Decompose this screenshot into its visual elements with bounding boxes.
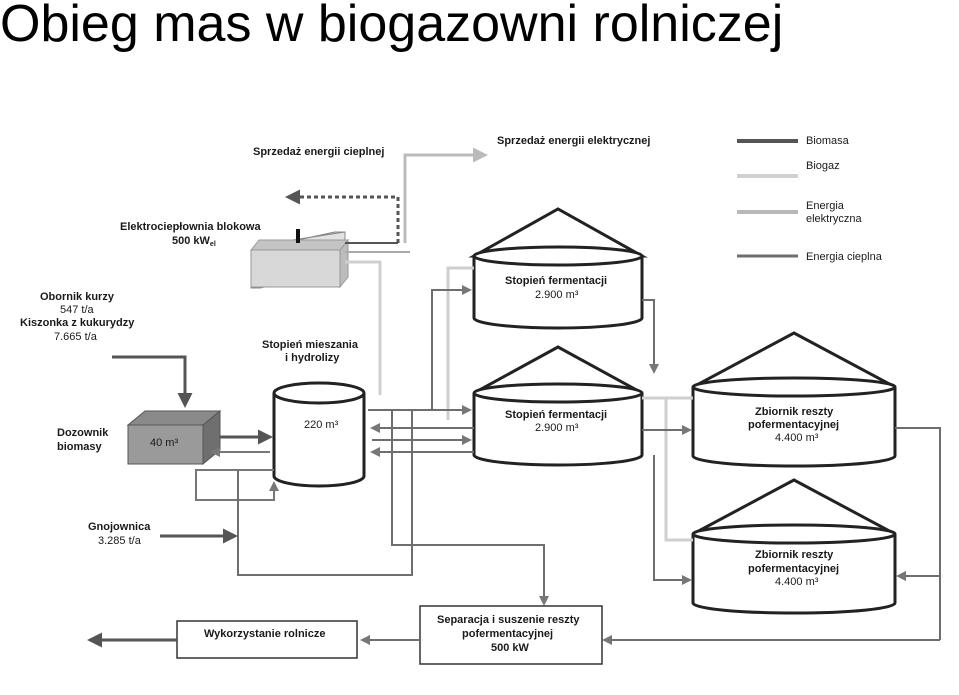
flow-heat-ferm1: [431, 285, 472, 410]
label-obornik-2: 547 t/a: [60, 304, 95, 316]
flow-gnoj-loop: [237, 410, 413, 576]
diagram-title: Obieg mas w biogazowni rolniczej: [0, 0, 784, 53]
label-zb1-1: Zbiornik reszty: [755, 406, 834, 418]
label-dozownik-2: biomasy: [57, 441, 103, 453]
legend-label-biogaz: Biogaz: [806, 160, 840, 172]
label-ferm2-2: 2.900 m³: [535, 422, 579, 434]
flow-biogas-to-chp: [345, 260, 382, 395]
label-chp-1: Elektrociepłownia blokowa: [120, 221, 261, 233]
label-chp-2-sub: el: [210, 241, 216, 248]
label-zb2-2: pofermentacyjnej: [748, 563, 839, 575]
legend-label-energia-elektryczna-1: Energia: [806, 200, 845, 212]
label-gnoj-1: Gnojownica: [88, 521, 151, 533]
legend-label-energia-elektryczna-2: elektryczna: [806, 213, 863, 225]
flow-mixer-left-loop: [195, 469, 279, 501]
label-ferm1-1: Stopień fermentacji: [505, 275, 607, 287]
label-obornik-3: Kiszonka z kukurydzy: [20, 317, 135, 329]
label-sprzedaz-elektrycznej: Sprzedaż energii elektrycznej: [497, 135, 650, 147]
label-mieszanie-2: i hydrolizy: [285, 352, 340, 364]
label-ferm1-2: 2.900 m³: [535, 289, 579, 301]
label-zb1-2: pofermentacyjnej: [748, 419, 839, 431]
flow-heat-sale: [285, 189, 400, 243]
legend-label-biomasa: Biomasa: [806, 135, 850, 147]
flow-biogas-ferm1: [446, 266, 474, 420]
label-dozownik-1: Dozownik: [57, 427, 109, 439]
label-zb2-3: 4.400 m³: [775, 576, 819, 588]
flow-storage1-out: [895, 427, 941, 640]
label-gnoj-2: 3.285 t/a: [98, 535, 142, 547]
label-separacja-2: pofermentacyjnej: [462, 628, 553, 640]
flow-mixer-bottom: [391, 410, 549, 606]
flow-electricity-sale: [403, 147, 488, 243]
mixer-tank: [272, 381, 366, 488]
label-separacja-1: Separacja i suszenie reszty: [437, 614, 580, 626]
flow-ferm1-ferm2: [642, 299, 659, 374]
chp-unit: [249, 229, 350, 289]
separacja-box: [419, 605, 603, 665]
label-zb1-3: 4.400 m³: [775, 432, 819, 444]
label-zb2-1: Zbiornik reszty: [755, 549, 834, 561]
label-chp-2-main: 500 kW: [172, 235, 211, 247]
flow-ferm2-storage2: [653, 455, 692, 585]
label-wykorzystanie: Wykorzystanie rolnicze: [204, 628, 325, 640]
flow-biogas-storage2: [664, 398, 693, 542]
fermenter-2: [472, 345, 644, 467]
fermenter-1: [468, 207, 648, 330]
label-obornik-1: Obornik kurzy: [40, 291, 115, 303]
label-separacja-3: 500 kW: [491, 642, 530, 654]
label-mixer-vol: 220 m³: [304, 419, 339, 431]
label-mieszanie-1: Stopień mieszania: [262, 339, 359, 351]
label-obornik-4: 7.665 t/a: [54, 331, 98, 343]
label-ferm2-1: Stopień fermentacji: [505, 409, 607, 421]
storage-tank-2: [691, 478, 897, 615]
label-chp-2: 500 kWel: [172, 235, 216, 248]
label-dozownik-vol: 40 m³: [150, 437, 178, 449]
label-sprzedaz-cieplnej: Sprzedaż energii cieplnej: [253, 146, 384, 158]
flow-obornik-in: [112, 355, 193, 408]
storage-tank-1: [691, 331, 897, 468]
legend-label-energia-cieplna: Energia cieplna: [806, 251, 883, 263]
legend: Biomasa Biogaz Energia elektryczna Energ…: [737, 135, 883, 263]
